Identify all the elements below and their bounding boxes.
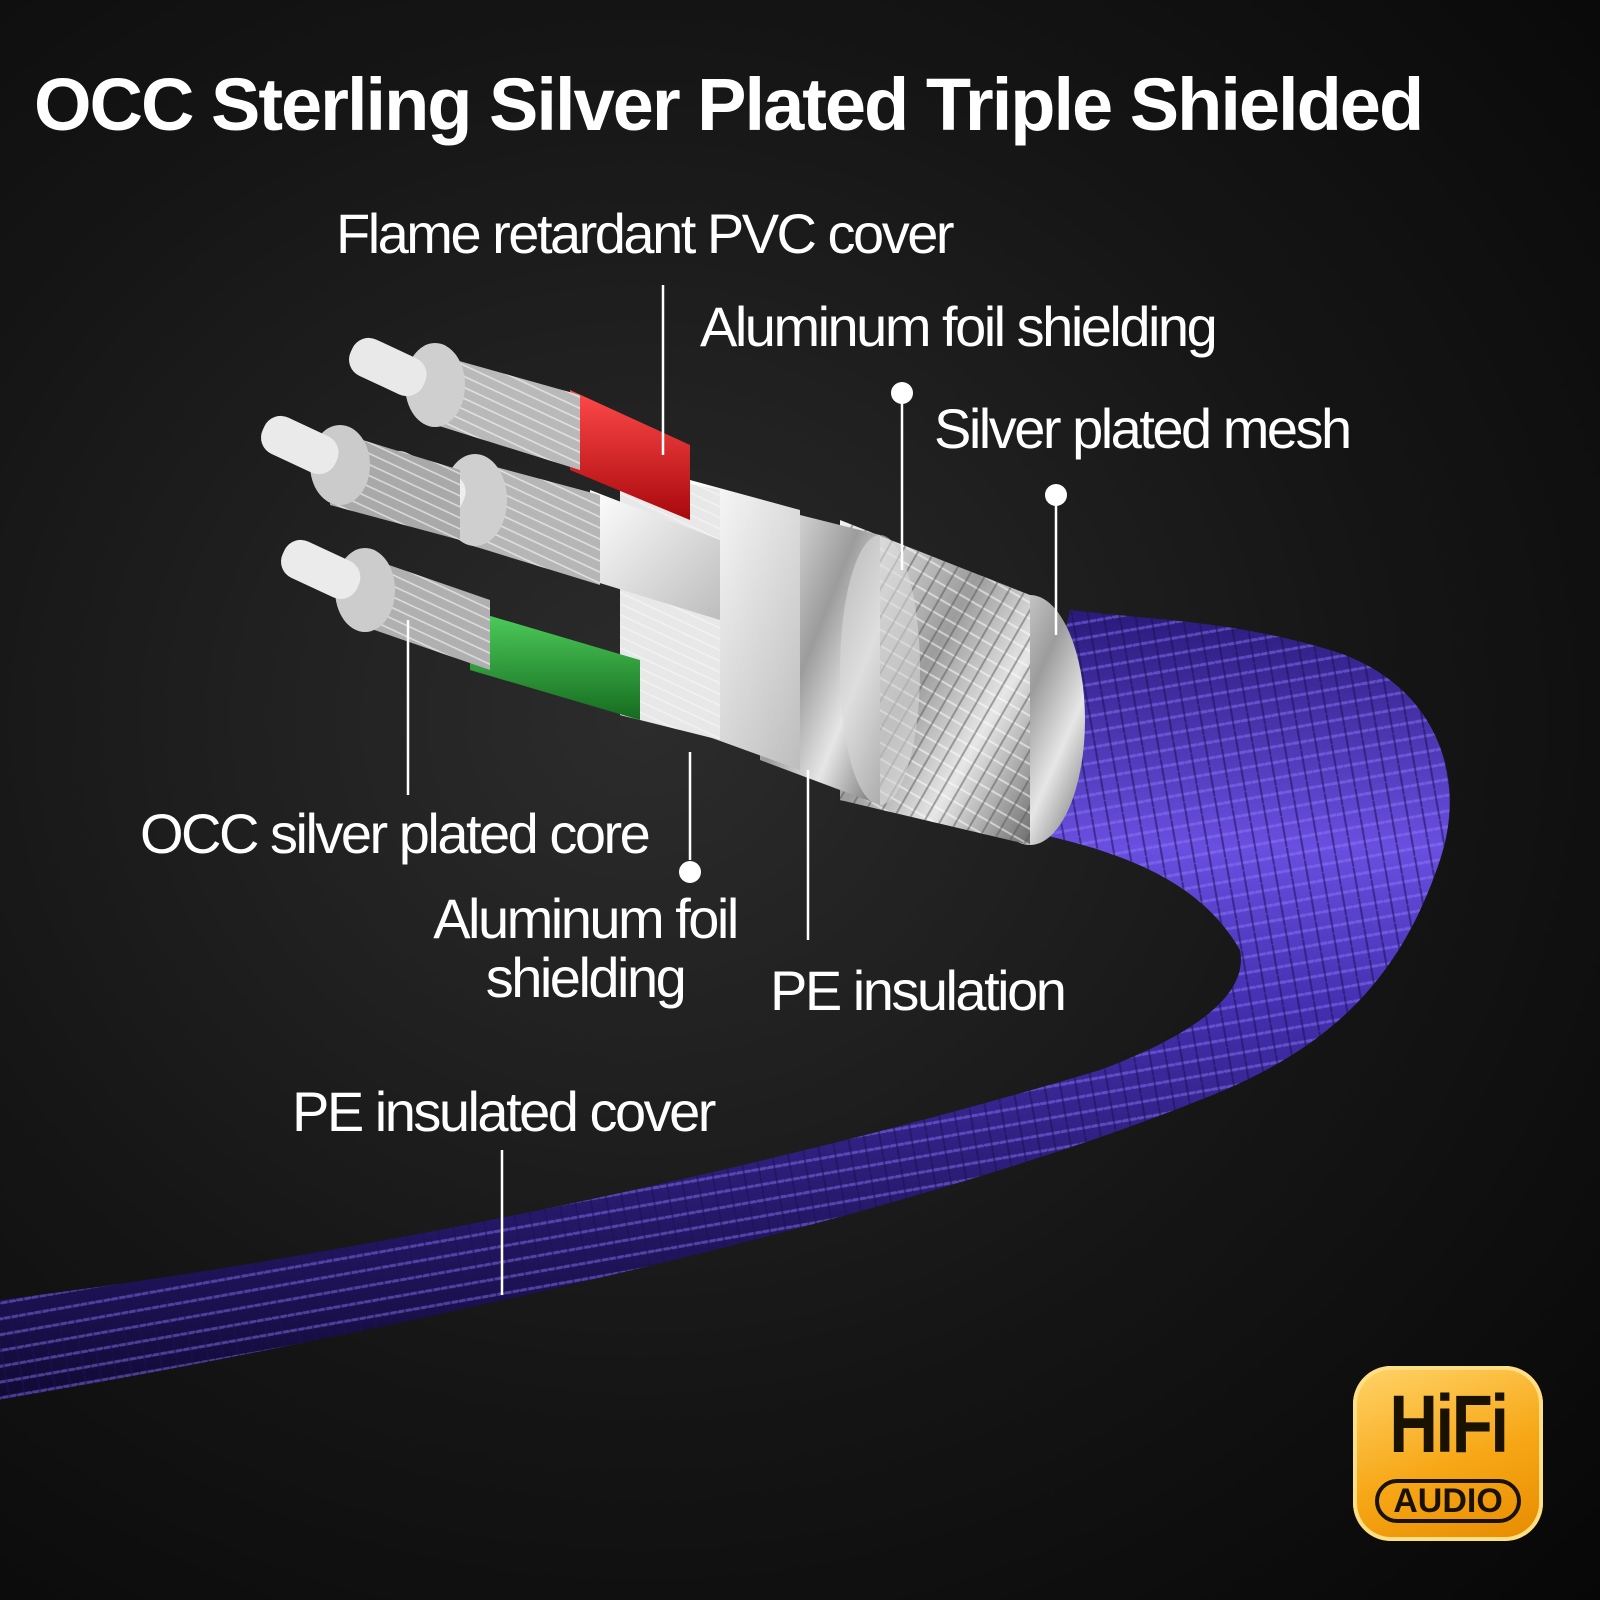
core-red (349, 337, 690, 520)
core-green (281, 539, 640, 720)
label-pe-insulation: PE insulation (770, 959, 1067, 1022)
core-left (261, 415, 460, 540)
label-silver-plated-mesh: Silver plated mesh (934, 397, 1352, 460)
page-title: OCC Sterling Silver Plated Triple Shield… (34, 63, 1424, 146)
cable-jacket (0, 610, 1450, 1400)
label-aluminum-foil-shielding-outer: Aluminum foil shielding (700, 295, 1218, 358)
label-aluminum-foil-shielding-inner: Aluminum foil shielding (415, 887, 755, 1009)
badge-hifi-text: HiFi (1389, 1379, 1509, 1470)
label-flame-retardant-pvc-cover: Flame retardant PVC cover (336, 202, 954, 265)
badge-audio-text: AUDIO (1375, 1479, 1521, 1523)
dot-silver-mesh (1045, 484, 1067, 506)
label-occ-silver-plated-core: OCC silver plated core (140, 802, 651, 865)
label-aluminum-foil-shielding-inner-line1: Aluminum foil (433, 887, 739, 950)
dot-foil-inner (679, 861, 701, 883)
leader-lines (406, 285, 1067, 1295)
dot-foil-outer (891, 382, 913, 404)
label-aluminum-foil-shielding-inner-line2: shielding (485, 945, 687, 1009)
hifi-audio-badge: HiFi AUDIO (1353, 1366, 1543, 1541)
label-pe-insulated-cover: PE insulated cover (292, 1080, 716, 1143)
